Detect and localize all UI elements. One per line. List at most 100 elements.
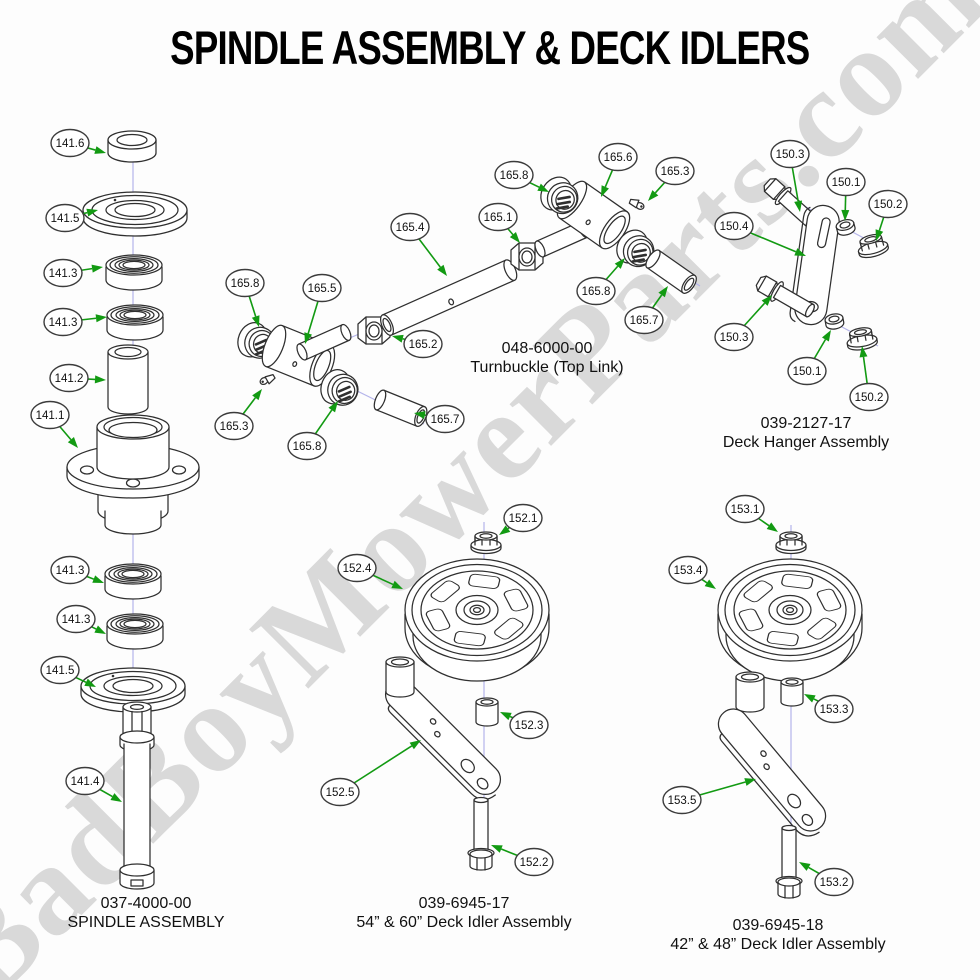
callout-165.6: 165.6 bbox=[598, 142, 638, 197]
svg-text:153.2: 153.2 bbox=[820, 877, 849, 889]
caption-part-name: 54” & 60” Deck Idler Assembly bbox=[356, 914, 572, 931]
callout-141.2: 141.2 bbox=[49, 363, 106, 393]
svg-text:150.3: 150.3 bbox=[720, 332, 749, 344]
callout-152.5: 152.5 bbox=[320, 740, 421, 807]
part-idler42-flange-nut bbox=[775, 531, 807, 555]
part-idler42-arm bbox=[707, 702, 835, 844]
part-turnbuckle-spacer-right bbox=[642, 247, 700, 297]
page-title: SPINDLE ASSEMBLY & DECK IDLERS bbox=[170, 21, 810, 74]
callout-152.1: 152.1 bbox=[499, 503, 543, 535]
svg-text:165.7: 165.7 bbox=[431, 414, 460, 426]
part-idler54-pivot-post bbox=[385, 656, 415, 698]
svg-text:165.8: 165.8 bbox=[500, 170, 529, 182]
part-spindle-collar bbox=[107, 130, 157, 163]
svg-text:165.5: 165.5 bbox=[308, 283, 337, 295]
caption-spindle-assembly: 037-4000-00 SPINDLE ASSEMBLY bbox=[6, 894, 286, 932]
part-spindle-spacer-tube bbox=[107, 344, 149, 415]
part-idler54-flange-nut bbox=[470, 531, 502, 555]
svg-text:141.3: 141.3 bbox=[49, 317, 78, 329]
part-grease-fitting-left bbox=[258, 372, 277, 388]
caption-deck-hanger: 039-2127-17 Deck Hanger Assembly bbox=[666, 414, 946, 452]
callout-141.1: 141.1 bbox=[30, 400, 78, 448]
callout-165.5: 165.5 bbox=[302, 273, 342, 344]
callout-150.2: 150.2 bbox=[868, 189, 908, 241]
svg-text:141.3: 141.3 bbox=[56, 565, 85, 577]
caption-part-number: 039-6945-17 bbox=[418, 895, 510, 912]
callout-165.4: 165.4 bbox=[390, 212, 447, 276]
callout-152.2: 152.2 bbox=[491, 845, 554, 877]
svg-text:150.2: 150.2 bbox=[874, 199, 903, 211]
svg-text:141.2: 141.2 bbox=[55, 373, 84, 385]
callout-150.3: 150.3 bbox=[770, 139, 810, 212]
callout-141.5: 141.5 bbox=[40, 655, 96, 687]
callout-153.2: 153.2 bbox=[799, 862, 854, 897]
callout-165.7: 165.7 bbox=[624, 286, 668, 335]
svg-text:141.1: 141.1 bbox=[36, 410, 65, 422]
caption-part-number: 048-6000-00 bbox=[501, 340, 593, 357]
callout-141.6: 141.6 bbox=[50, 128, 106, 158]
svg-text:165.8: 165.8 bbox=[582, 286, 611, 298]
svg-text:150.4: 150.4 bbox=[720, 221, 749, 233]
svg-text:153.1: 153.1 bbox=[731, 504, 760, 516]
svg-text:165.4: 165.4 bbox=[396, 222, 425, 234]
svg-text:150.1: 150.1 bbox=[832, 177, 861, 189]
caption-idler-54-60: 039-6945-17 54” & 60” Deck Idler Assembl… bbox=[324, 894, 604, 932]
caption-part-name: Deck Hanger Assembly bbox=[722, 434, 890, 451]
callout-153.4: 153.4 bbox=[668, 555, 716, 589]
callout-153.5: 153.5 bbox=[662, 778, 756, 815]
svg-text:141.3: 141.3 bbox=[49, 268, 78, 280]
svg-text:165.8: 165.8 bbox=[293, 441, 322, 453]
svg-text:141.5: 141.5 bbox=[51, 213, 80, 225]
callout-150.4: 150.4 bbox=[714, 211, 806, 256]
callout-150.1: 150.1 bbox=[787, 330, 831, 386]
part-spindle-shaft bbox=[119, 701, 155, 890]
callout-150.2: 150.2 bbox=[849, 346, 889, 412]
part-turnbuckle-rod bbox=[377, 257, 520, 338]
caption-part-number: 037-4000-00 bbox=[100, 895, 192, 912]
callout-150.3: 150.3 bbox=[714, 295, 772, 352]
callout-141.5: 141.5 bbox=[45, 203, 98, 233]
part-idler54-bolt bbox=[467, 796, 495, 871]
part-idler42-bolt bbox=[775, 824, 803, 899]
caption-turnbuckle: 048-6000-00 Turnbuckle (Top Link) bbox=[407, 339, 687, 377]
caption-part-number: 039-6945-18 bbox=[732, 917, 824, 934]
caption-part-name: Turnbuckle (Top Link) bbox=[470, 359, 624, 376]
part-turnbuckle-spacer-left bbox=[371, 387, 430, 429]
callout-141.4: 141.4 bbox=[65, 766, 122, 802]
svg-text:152.5: 152.5 bbox=[326, 787, 355, 799]
callout-141.3: 141.3 bbox=[56, 604, 106, 634]
callout-152.3: 152.3 bbox=[500, 710, 549, 740]
callout-141.3: 141.3 bbox=[50, 555, 104, 585]
callout-165.1: 165.1 bbox=[478, 202, 520, 243]
svg-text:152.2: 152.2 bbox=[520, 857, 549, 869]
callout-153.1: 153.1 bbox=[725, 494, 778, 532]
svg-text:165.3: 165.3 bbox=[220, 421, 249, 433]
svg-text:150.3: 150.3 bbox=[776, 149, 805, 161]
svg-text:152.4: 152.4 bbox=[343, 563, 372, 575]
callout-165.8: 165.8 bbox=[287, 401, 338, 461]
callout-165.8: 165.8 bbox=[494, 160, 549, 192]
part-idler42-spacer bbox=[780, 677, 804, 707]
svg-text:141.6: 141.6 bbox=[56, 138, 85, 150]
svg-text:141.5: 141.5 bbox=[46, 665, 75, 677]
callout-153.3: 153.3 bbox=[804, 694, 854, 724]
part-idler54-pulley bbox=[404, 558, 550, 682]
callout-165.2: 165.2 bbox=[392, 329, 443, 359]
svg-text:153.4: 153.4 bbox=[674, 565, 703, 577]
part-spindle-bearing-3 bbox=[104, 563, 162, 600]
caption-part-number: 039-2127-17 bbox=[760, 415, 852, 432]
svg-text:153.3: 153.3 bbox=[820, 704, 849, 716]
svg-text:150.1: 150.1 bbox=[793, 366, 822, 378]
part-hanger-washer-bottom bbox=[823, 311, 846, 332]
svg-text:165.8: 165.8 bbox=[231, 278, 260, 290]
callout-165.3: 165.3 bbox=[648, 156, 695, 201]
caption-idler-42-48: 039-6945-18 42” & 48” Deck Idler Assembl… bbox=[638, 916, 918, 954]
callout-layer: 141.6 141.5 141.3 141.3 141.2 141.1 141.3 141.3… bbox=[30, 128, 908, 897]
svg-text:141.4: 141.4 bbox=[71, 776, 100, 788]
svg-text:152.3: 152.3 bbox=[515, 720, 544, 732]
part-grease-fitting-right bbox=[627, 196, 647, 212]
part-idler42-pulley bbox=[717, 558, 863, 682]
callout-150.1: 150.1 bbox=[826, 167, 866, 221]
svg-text:165.1: 165.1 bbox=[484, 212, 513, 224]
